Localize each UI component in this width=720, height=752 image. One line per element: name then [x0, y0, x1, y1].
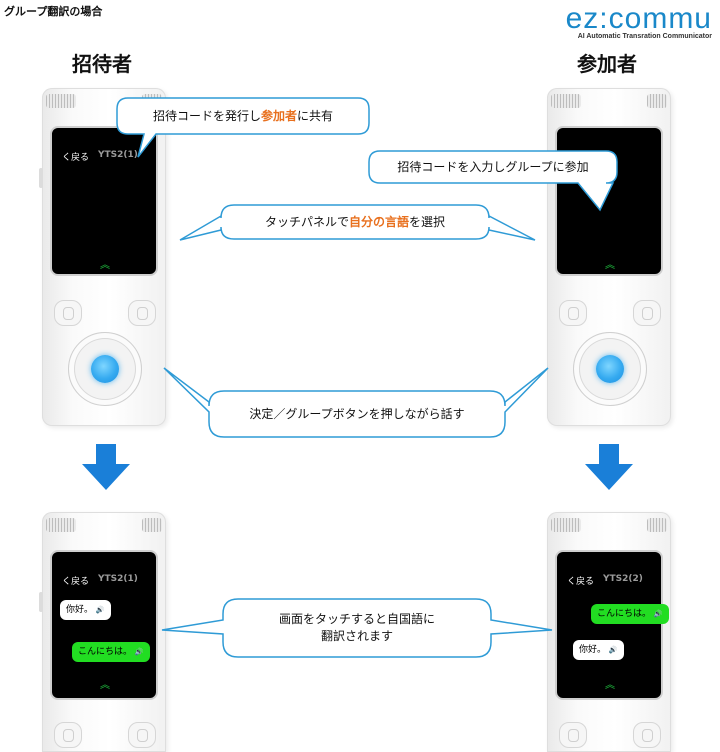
device-screen[interactable]: く戻る YTS2(1) 你好。 🔊 こんにちは。 🔊 ︽	[50, 550, 158, 700]
role-inviter: 招待者	[72, 52, 132, 76]
chevron-up-icon[interactable]: ︽	[605, 260, 615, 271]
back-button[interactable]: く戻る	[567, 577, 595, 587]
callout-text-part: に共有	[297, 108, 334, 123]
right-side-button[interactable]	[633, 722, 661, 748]
chat-text: こんにちは。	[597, 609, 652, 619]
ezcommu-logo: ez:commu AI Automatic Transration Commun…	[565, 2, 712, 41]
logo-tagline: AI Automatic Transration Communicator	[577, 33, 712, 40]
chat-text: 你好。	[579, 645, 607, 655]
dial-control[interactable]	[573, 332, 647, 406]
side-notch	[39, 168, 43, 188]
callout-select-language: タッチパネルで自分の言語を選択	[179, 204, 536, 241]
group-button[interactable]	[596, 355, 624, 383]
chat-message-translated: こんにちは。 🔊	[591, 604, 669, 624]
callout-text: 画面をタッチすると自国語に 翻訳されます	[222, 598, 492, 658]
device-inviter-bottom: く戻る YTS2(1) 你好。 🔊 こんにちは。 🔊 ︽	[39, 512, 166, 752]
callout-text-part: タッチパネルで	[264, 214, 349, 229]
chat-message-received: 你好。 🔊	[573, 640, 624, 660]
arrow-down-icon	[585, 444, 633, 490]
chat-message-translated: こんにちは。 🔊	[72, 642, 150, 662]
callout-text-part: 選択	[421, 214, 446, 229]
chat-message-received: 你好。 🔊	[60, 600, 111, 620]
callout-text: タッチパネルで自分の言語を選択	[220, 204, 490, 240]
device-model-label: YTS2(2)	[603, 574, 643, 584]
chevron-up-icon[interactable]: ︽	[100, 260, 110, 271]
callout-text-part: を	[409, 214, 422, 229]
sound-icon[interactable]: 🔊	[95, 606, 105, 614]
page-title: グループ翻訳の場合	[4, 5, 103, 18]
callout-join-group: 招待コードを入力しグループに参加	[368, 150, 618, 212]
sound-icon[interactable]: 🔊	[653, 610, 663, 618]
left-side-button[interactable]	[559, 300, 587, 326]
callout-text-part: 招待コードを発行し	[152, 108, 261, 123]
sound-icon[interactable]: 🔊	[134, 648, 144, 656]
speaker-grille	[647, 94, 667, 108]
dial-control[interactable]	[68, 332, 142, 406]
side-notch	[39, 592, 43, 612]
device-participant-bottom: く戻る YTS2(2) こんにちは。 🔊 你好。 🔊 ︽	[547, 512, 671, 752]
speaker-grille	[551, 94, 581, 108]
callout-press-to-speak: 決定／グループボタンを押しながら話す	[163, 367, 549, 438]
speaker-grille	[46, 518, 76, 532]
device-model-label: YTS2(1)	[98, 574, 138, 584]
speaker-grille	[551, 518, 581, 532]
speaker-grille	[647, 518, 667, 532]
callout-outline	[161, 598, 553, 658]
callout-outline	[368, 150, 618, 212]
callout-text-line: 画面をタッチすると自国語に	[278, 612, 435, 626]
callout-share-code: 招待コードを発行し参加者に共有	[116, 97, 370, 158]
callout-outline	[163, 367, 549, 438]
callout-outline	[179, 204, 536, 241]
logo-wordmark: ez:commu	[565, 2, 712, 35]
left-side-button[interactable]	[54, 722, 82, 748]
chat-text: こんにちは。	[78, 647, 133, 657]
left-side-button[interactable]	[559, 722, 587, 748]
callout-text: 決定／グループボタンを押しながら話す	[249, 406, 465, 421]
back-button[interactable]: く戻る	[62, 153, 90, 163]
chat-text: 你好。	[66, 605, 94, 615]
device-participant-top: ︽	[547, 88, 671, 426]
callout-text: 招待コードを入力しグループに参加	[397, 159, 589, 174]
sound-icon[interactable]: 🔊	[608, 646, 618, 654]
callout-text-line: 翻訳されます	[320, 629, 393, 643]
arrow-down-icon	[82, 444, 130, 490]
callout-outline	[116, 97, 370, 158]
chevron-up-icon[interactable]: ︽	[100, 680, 110, 691]
back-button[interactable]: く戻る	[62, 577, 90, 587]
callout-highlight: 参加者	[260, 108, 297, 123]
left-side-button[interactable]	[54, 300, 82, 326]
callout-highlight: 自分の言語	[348, 214, 409, 229]
right-side-button[interactable]	[633, 300, 661, 326]
speaker-grille	[142, 518, 162, 532]
device-model-label: YTS2(1)	[98, 150, 138, 160]
speaker-grille	[46, 94, 76, 108]
right-side-button[interactable]	[128, 722, 156, 748]
right-side-button[interactable]	[128, 300, 156, 326]
chevron-up-icon[interactable]: ︽	[605, 680, 615, 691]
device-screen[interactable]: く戻る YTS2(2) こんにちは。 🔊 你好。 🔊 ︽	[555, 550, 669, 700]
role-participant: 参加者	[577, 52, 637, 76]
group-button[interactable]	[91, 355, 119, 383]
callout-touch-to-translate: 画面をタッチすると自国語に 翻訳されます	[161, 598, 553, 658]
callout-text: 招待コードを発行し参加者に共有	[116, 97, 370, 135]
